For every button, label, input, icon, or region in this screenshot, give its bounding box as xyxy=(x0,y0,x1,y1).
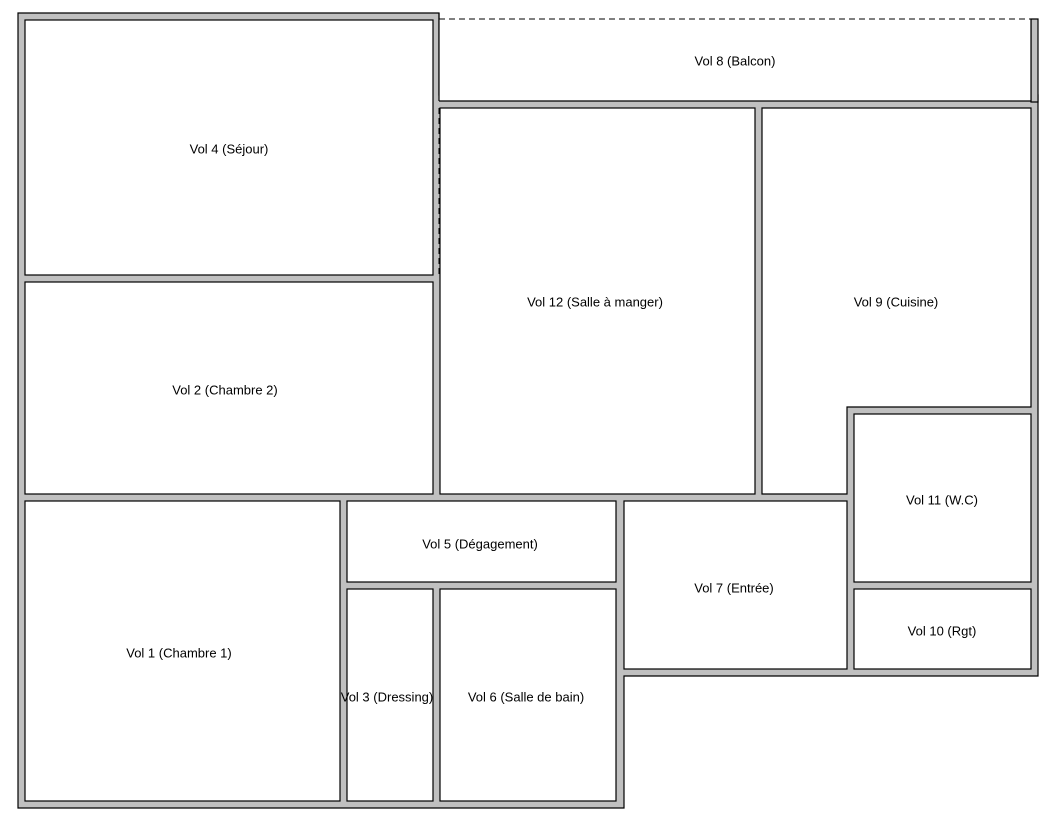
room-vol7 xyxy=(623,500,848,670)
room-vol10 xyxy=(853,588,1032,670)
room-vol12 xyxy=(439,107,756,495)
label-vol11: Vol 11 (W.C) xyxy=(906,492,978,507)
label-vol10: Vol 10 (Rgt) xyxy=(908,623,977,638)
room-vol2 xyxy=(24,281,434,495)
label-vol8: Vol 8 (Balcon) xyxy=(695,53,776,68)
label-vol3: Vol 3 (Dressing) xyxy=(341,689,433,704)
room-vol3 xyxy=(346,588,434,802)
room-vol6 xyxy=(439,588,617,802)
label-vol6: Vol 6 (Salle de bain) xyxy=(468,689,584,704)
room-vol1 xyxy=(24,500,341,802)
room-vol8 xyxy=(439,19,1031,101)
room-vol11 xyxy=(853,413,1032,583)
label-vol12: Vol 12 (Salle à manger) xyxy=(527,294,663,309)
room-vol9 xyxy=(761,107,1032,495)
label-vol2: Vol 2 (Chambre 2) xyxy=(172,382,278,397)
label-vol5: Vol 5 (Dégagement) xyxy=(422,536,538,551)
balcony-wall xyxy=(1030,18,1039,103)
room-vol4 xyxy=(24,19,434,276)
label-vol9: Vol 9 (Cuisine) xyxy=(854,294,939,309)
label-vol7: Vol 7 (Entrée) xyxy=(694,580,774,595)
label-vol1: Vol 1 (Chambre 1) xyxy=(126,645,232,660)
label-vol4: Vol 4 (Séjour) xyxy=(190,141,269,156)
room-vol5 xyxy=(346,500,617,583)
